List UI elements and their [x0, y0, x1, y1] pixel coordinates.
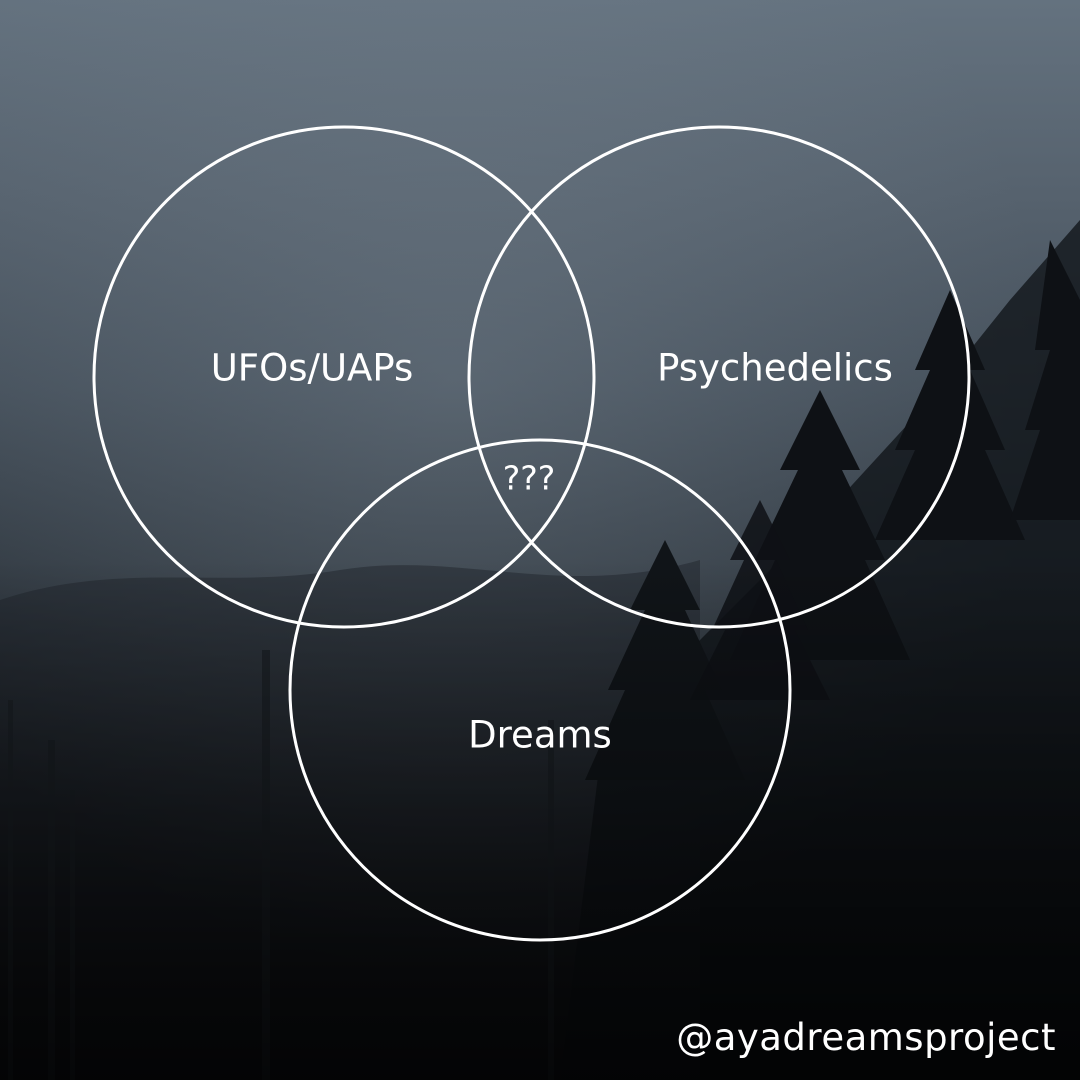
circle-ufos [92, 125, 596, 629]
label-dreams: Dreams [468, 714, 612, 757]
label-psychedelics: Psychedelics [657, 347, 893, 390]
label-ufos: UFOs/UAPs [211, 347, 414, 390]
account-handle: @ayadreamsproject [676, 1016, 1056, 1059]
circle-dreams [288, 438, 792, 942]
label-center-intersection: ??? [503, 459, 556, 498]
circle-psychedelics [467, 125, 971, 629]
